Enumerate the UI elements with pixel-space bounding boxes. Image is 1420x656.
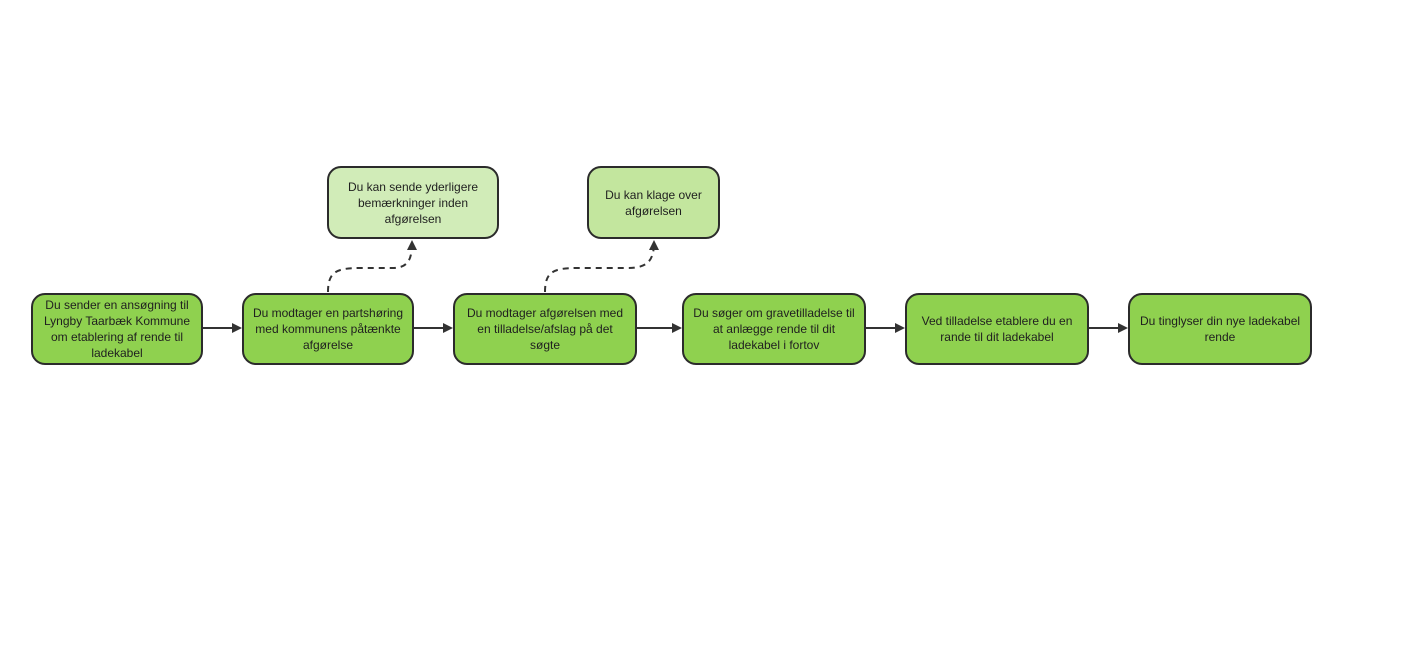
- step-label: Du sender en ansøgning til Lyngby Taarbæ…: [43, 298, 191, 360]
- step-register-trench: Du tinglyser din nye ladekabel rende: [1128, 293, 1312, 365]
- dashed-connector-step3-to-note2: [544, 240, 659, 293]
- step-party-hearing: Du modtager en partshøring med kommunens…: [242, 293, 414, 365]
- step-label: Du modtager en partshøring med kommunens…: [252, 306, 404, 352]
- step-establish-trench: Ved tilladelse etablere du en rande til …: [905, 293, 1089, 365]
- note-label: Du kan klage over afgørelsen: [605, 187, 702, 218]
- step-label: Du modtager afgørelsen med en tilladelse…: [466, 306, 624, 352]
- dashed-connector-step2-to-note1: [327, 240, 417, 293]
- step-send-application: Du sender en ansøgning til Lyngby Taarbæ…: [31, 293, 203, 365]
- step-receive-decision: Du modtager afgørelsen med en tilladelse…: [453, 293, 637, 365]
- step-label: Du søger om gravetilladelse til at anlæg…: [693, 306, 855, 352]
- note-additional-remarks: Du kan sende yderligere bemærkninger ind…: [327, 166, 499, 239]
- step-apply-dig-permit: Du søger om gravetilladelse til at anlæg…: [682, 293, 866, 365]
- note-label: Du kan sende yderligere bemærkninger ind…: [347, 179, 479, 226]
- note-appeal-decision: Du kan klage over afgørelsen: [587, 166, 720, 239]
- step-label: Ved tilladelse etablere du en rande til …: [921, 314, 1073, 344]
- step-label: Du tinglyser din nye ladekabel rende: [1139, 314, 1301, 344]
